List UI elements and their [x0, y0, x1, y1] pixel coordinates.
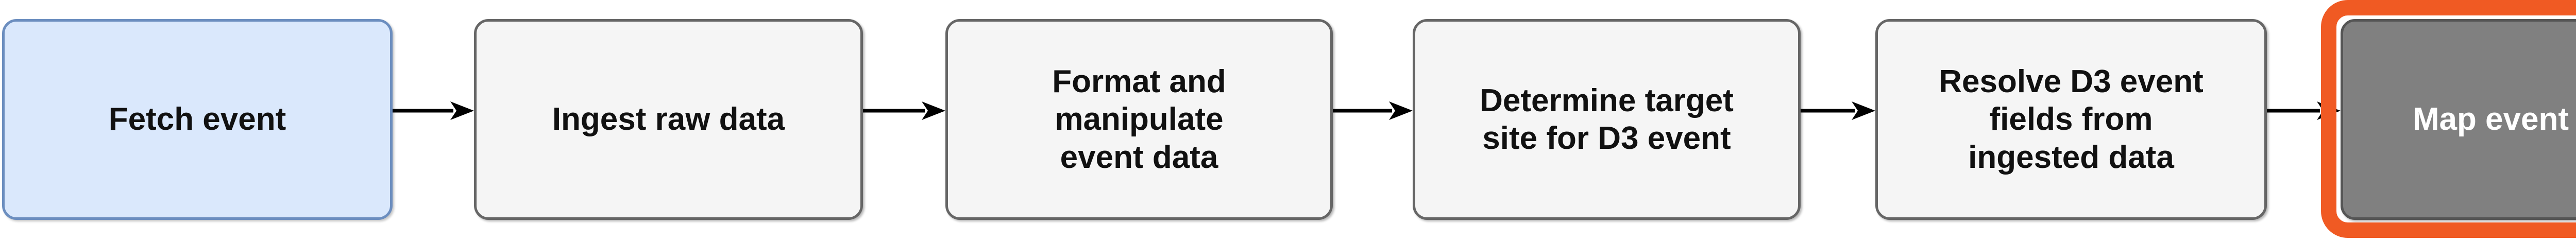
process-node-label: Ingest raw data: [552, 101, 785, 137]
process-node-label: Fetch event: [108, 101, 286, 137]
process-node-ingest-raw-data[interactable]: Ingest raw data: [474, 19, 863, 220]
connector-arrow-1: [393, 100, 474, 121]
process-node-label: Determine target site for D3 event: [1480, 82, 1734, 156]
connector-arrow-2: [863, 100, 945, 121]
process-node-map-event-fields[interactable]: Map event fields: [2341, 19, 2576, 220]
process-node-fetch-event[interactable]: Fetch event: [2, 19, 393, 220]
connector-arrow-3: [1333, 100, 1413, 121]
process-node-resolve-d3-event-fields[interactable]: Resolve D3 event fields from ingested da…: [1875, 19, 2267, 220]
connector-arrow-5: [2267, 100, 2341, 121]
process-node-determine-target-site[interactable]: Determine target site for D3 event: [1413, 19, 1801, 220]
process-node-label: Map event fields: [2412, 101, 2569, 137]
process-node-format-manipulate-event-data[interactable]: Format and manipulate event data: [945, 19, 1333, 220]
process-node-label: Resolve D3 event fields from ingested da…: [1939, 64, 2204, 175]
connector-arrow-4: [1801, 100, 1875, 121]
process-node-label: Format and manipulate event data: [1052, 64, 1226, 175]
